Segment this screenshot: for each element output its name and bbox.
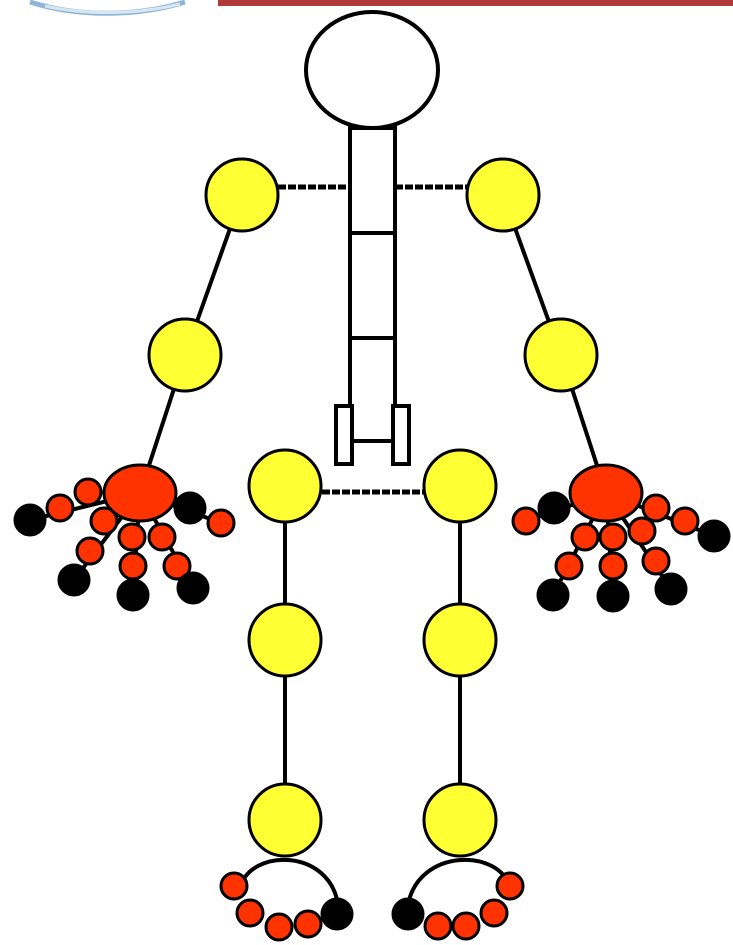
finger-joint-left — [89, 506, 119, 536]
knee-joint-right — [422, 602, 498, 678]
fingertip-left — [13, 503, 47, 537]
logo-fragment — [20, 0, 190, 18]
elbow-joint-right — [523, 317, 599, 393]
finger-joint-right — [570, 522, 600, 552]
toe-tip-left — [320, 897, 354, 931]
finger-joint-left — [75, 536, 105, 566]
finger-joint-left — [162, 551, 192, 581]
knee-joint-left — [247, 602, 323, 678]
joints — [13, 157, 731, 942]
spine-segment — [348, 231, 397, 340]
fingertip-left — [173, 491, 207, 525]
finger-joint-right — [641, 546, 671, 576]
palm-right — [568, 463, 644, 523]
toe-tip-right — [391, 897, 425, 931]
elbow-joint-left — [147, 317, 223, 393]
toe-joint-left — [219, 871, 249, 901]
finger-joint-left — [206, 508, 236, 538]
spine-segment — [348, 126, 397, 235]
toe-joint-left — [293, 909, 323, 939]
toe-joint-left — [235, 898, 265, 928]
finger-joint-left — [147, 522, 177, 552]
finger-joint-right — [641, 493, 671, 523]
finger-joint-left — [118, 551, 148, 581]
ankle-joint-right — [422, 782, 498, 858]
spine-segment — [348, 336, 397, 443]
top-bar — [218, 0, 733, 6]
toe-joint-right — [479, 898, 509, 928]
foot-arch-left — [238, 857, 340, 906]
fingertip-right — [536, 578, 570, 612]
shoulder-joint-right — [465, 157, 541, 233]
head — [304, 10, 440, 130]
fingertip-right — [537, 491, 571, 525]
fingertip-left — [116, 578, 150, 612]
foot-arch-right — [406, 857, 512, 906]
toe-joint-right — [495, 871, 525, 901]
finger-joint-right — [554, 551, 584, 581]
fingertip-right — [596, 579, 630, 613]
finger-joint-right — [598, 551, 628, 581]
hip-joint-right — [422, 448, 498, 524]
pelvis-right — [391, 404, 411, 466]
finger-joint-left — [45, 493, 75, 523]
pelvis-left — [334, 404, 354, 466]
palm-left — [102, 463, 178, 523]
fingertip-left — [176, 571, 210, 605]
hip-joint-left — [247, 448, 323, 524]
ankle-joint-left — [247, 782, 323, 858]
toe-joint-left — [264, 912, 294, 942]
finger-joint-right — [511, 506, 541, 536]
toe-joint-right — [423, 911, 453, 941]
finger-joint-left — [73, 477, 103, 507]
fingertip-left — [57, 563, 91, 597]
finger-joint-right — [598, 522, 628, 552]
toe-joint-right — [451, 911, 481, 941]
spine — [334, 126, 411, 466]
finger-joint-left — [117, 522, 147, 552]
finger-joint-right — [670, 506, 700, 536]
fingertip-right — [654, 572, 688, 606]
shoulder-joint-left — [204, 157, 280, 233]
fingertip-right — [697, 519, 731, 553]
finger-joint-right — [627, 516, 657, 546]
